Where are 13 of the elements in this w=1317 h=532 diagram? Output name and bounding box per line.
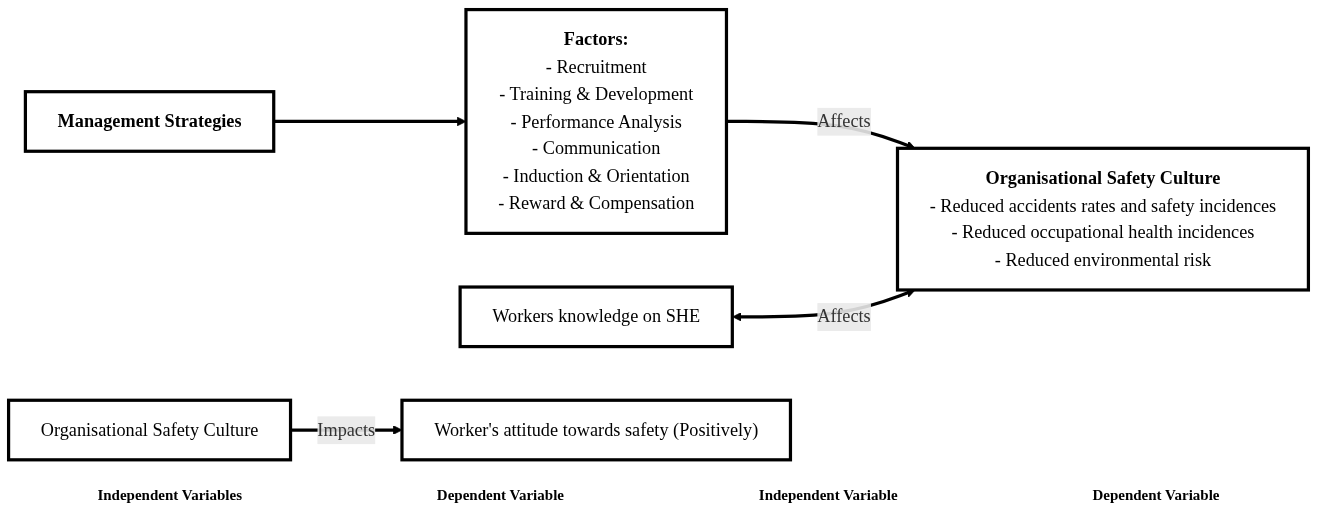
variable-caption: Dependent Variable	[436, 486, 564, 504]
node-box: Worker's attitude towards safety (Positively)	[400, 398, 793, 462]
node-box: Organisational Safety Culture	[6, 398, 293, 462]
node-box: Workers knowledge on SHE	[458, 285, 734, 349]
node-box: Management Strategies	[23, 90, 276, 154]
node-box: Factors: - Recruitment - Training & Development - Performance Analysis - Communication - Induction & Orientation - Reward & Compensation	[464, 8, 729, 236]
edge-label: Affects	[817, 306, 871, 328]
variable-caption: Independent Variables	[97, 486, 243, 504]
edge-label: Affects	[817, 111, 871, 132]
variable-caption: Dependent Variable	[1092, 486, 1220, 504]
node-box: Organisational Safety Culture - Reduced accidents rates and safety incidences - Reduced occupational health incidences - Reduced environmental risk	[895, 147, 1310, 292]
variable-caption: Independent Variable	[758, 486, 898, 504]
edge-label: Impacts	[317, 419, 376, 441]
